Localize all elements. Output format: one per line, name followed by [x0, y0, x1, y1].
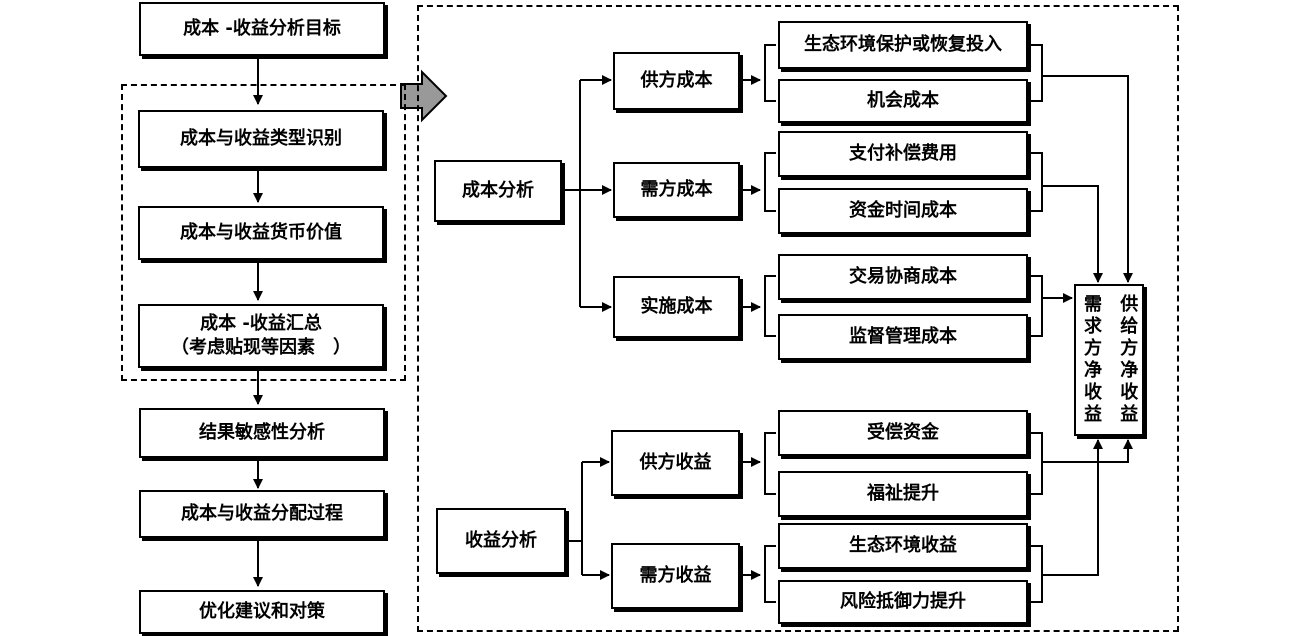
cost-item-supervision-label: 监督管理成本 [849, 325, 957, 347]
arrow-supply-cost-to-supply-net [1042, 75, 1133, 283]
benefit-item-eco-benefit-label: 生态环境收益 [849, 534, 957, 556]
benefit-item-compensation-funds-label: 受偿资金 [867, 421, 939, 443]
cost-analysis-box: 成本分析 [434, 160, 562, 222]
impl-cost-box: 实施成本 [613, 276, 740, 338]
bracket-supply-benefit [764, 432, 776, 495]
core-steps-dashed-group [121, 84, 406, 381]
cost-item-compensation-payment-label: 支付补偿费用 [849, 142, 957, 164]
benefit-analysis-box: 收益分析 [436, 508, 566, 574]
bracket-demand-cost [764, 152, 776, 212]
cost-analysis-label: 成本分析 [462, 179, 534, 201]
cost-item-compensation-payment: 支付补偿费用 [778, 131, 1028, 177]
benefit-item-risk-resilience: 风险抵御力提升 [778, 580, 1028, 624]
flow-step3-label-line1: 成本 -收益汇总 [200, 312, 322, 334]
benefit-item-compensation-funds: 受偿资金 [778, 410, 1028, 456]
supply-cost-box: 供方成本 [613, 52, 740, 110]
cost-item-eco-investment: 生态环境保护或恢复投入 [778, 21, 1028, 69]
bracket-impl-cost [764, 275, 776, 337]
arrow-demand-cost-to-demand-net [1042, 185, 1103, 283]
flow-step6-label: 优化建议和对策 [199, 600, 325, 622]
benefit-item-wellbeing: 福祉提升 [778, 471, 1028, 517]
cost-item-time-value: 资金时间成本 [778, 188, 1028, 234]
arrow-demand-benefit-to-demand-net [1042, 439, 1103, 576]
cost-item-time-value-label: 资金时间成本 [849, 199, 957, 221]
cost-item-supervision: 监督管理成本 [778, 314, 1028, 360]
cost-item-negotiation: 交易协商成本 [778, 254, 1028, 300]
benefit-analysis-label: 收益分析 [465, 529, 537, 551]
cost-item-opportunity-label: 机会成本 [867, 89, 939, 111]
flow-step3-label-line2: （考虑贴现等因素 ） [171, 337, 351, 358]
bracket-demand-benefit [764, 545, 776, 603]
flow-step5-label: 成本与收益分配过程 [181, 502, 343, 524]
benefit-item-wellbeing-label: 福祉提升 [867, 482, 939, 504]
arrow-supply-benefit-to-supply-net [1042, 439, 1133, 463]
flow-step-summary: 成本 -收益汇总 （考虑贴现等因素 ） [138, 304, 384, 368]
bracket-supply-cost [764, 44, 776, 102]
flow-step2-label: 成本与收益货币价值 [180, 221, 342, 243]
supply-cost-label: 供方成本 [640, 69, 713, 91]
impl-cost-label: 实施成本 [640, 295, 713, 317]
supply-net-benefit-label: 供给方净收益 [1117, 294, 1139, 426]
flow-step-sensitivity: 结果敏感性分析 [139, 408, 385, 458]
flow-step-recommendations: 优化建议和对策 [139, 590, 385, 634]
demand-net-benefit-label: 需求方净收益 [1081, 294, 1102, 426]
cost-item-eco-investment-label: 生态环境保护或恢复投入 [804, 33, 1002, 55]
demand-benefit-box: 需方收益 [611, 543, 740, 609]
flow-step-type-identify: 成本与收益类型识别 [138, 110, 384, 168]
bracket-right-supply-benefit [1028, 432, 1043, 495]
cost-item-negotiation-label: 交易协商成本 [849, 265, 957, 287]
bracket-right-impl-cost [1028, 275, 1043, 337]
demand-cost-label: 需方成本 [640, 178, 713, 200]
bracket-right-supply-cost [1028, 44, 1043, 102]
benefit-item-eco-benefit: 生态环境收益 [778, 523, 1028, 569]
demand-cost-box: 需方成本 [613, 162, 740, 218]
flow-goal-label: 成本 -收益分析目标 [183, 17, 341, 39]
net-benefit-box: 需求方净收益 供给方净收益 [1074, 284, 1144, 436]
benefit-item-risk-resilience-label: 风险抵御力提升 [840, 590, 966, 612]
flow-goal: 成本 -收益分析目标 [139, 2, 385, 56]
flow-step-monetary-value: 成本与收益货币价值 [138, 206, 384, 260]
cost-item-opportunity: 机会成本 [778, 79, 1028, 123]
demand-benefit-label: 需方收益 [639, 564, 712, 586]
flow-step1-label: 成本与收益类型识别 [180, 127, 342, 149]
supply-benefit-label: 供方收益 [639, 451, 712, 473]
supply-benefit-box: 供方收益 [611, 430, 740, 496]
flow-step4-label: 结果敏感性分析 [199, 421, 325, 443]
flow-step-distribution: 成本与收益分配过程 [139, 490, 385, 538]
detail-dashed-panel [417, 5, 1179, 632]
bracket-right-demand-cost [1028, 152, 1043, 212]
